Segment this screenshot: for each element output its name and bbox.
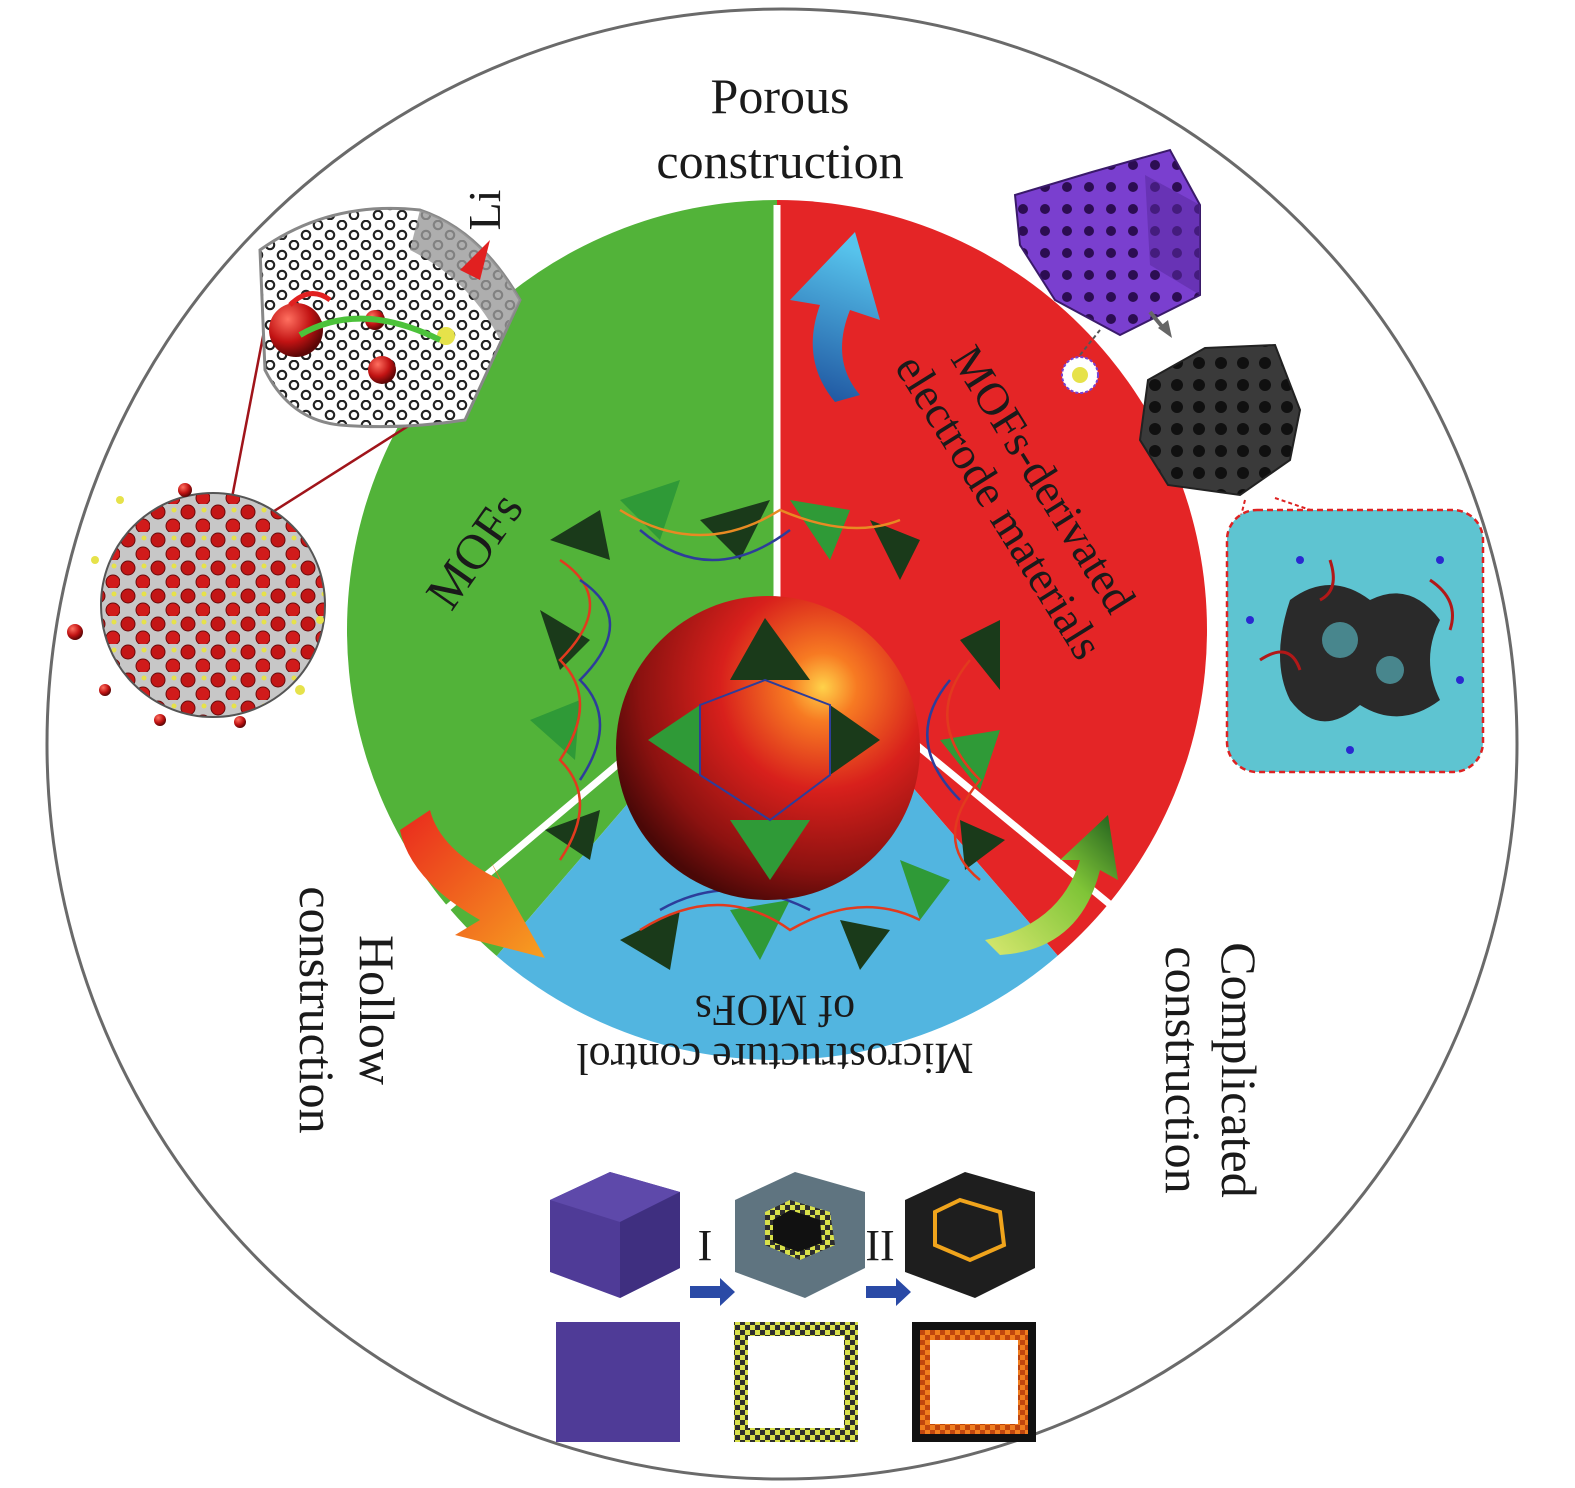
label-hollow: Hollow construction: [289, 886, 405, 1133]
arrow-green: [985, 815, 1118, 955]
label-micro-line1: Microstructure control: [576, 1034, 973, 1083]
mof-framework: [530, 480, 1005, 970]
label-hollow-line1: Hollow: [349, 935, 405, 1085]
cube-hollow: [905, 1172, 1035, 1298]
label-porous-line1: Porous: [711, 68, 850, 124]
sector-mofs-derived: [777, 200, 1207, 1060]
label-microstructure: Microstructure control of MOFs: [576, 986, 973, 1083]
label-porous-line2: construction: [656, 133, 903, 189]
square-purple: [556, 1322, 680, 1442]
step-arrow-2: [866, 1278, 911, 1306]
sphere-tetrahedra: [648, 618, 880, 880]
label-complicated-line1: Complicated: [1211, 942, 1267, 1198]
arrow-orange: [400, 810, 545, 958]
label-micro-line2: of MOFs: [695, 986, 855, 1035]
step-arrow-1: [690, 1278, 735, 1306]
label-complicated: Complicated construction: [1155, 942, 1267, 1198]
central-sphere: [616, 596, 920, 900]
cube-transformation: I II: [550, 1172, 1036, 1442]
step-label-1: I: [698, 1221, 713, 1270]
arrow-blue: [790, 232, 880, 402]
label-hollow-line2: construction: [289, 886, 345, 1133]
label-complicated-line2: construction: [1155, 946, 1211, 1193]
label-li: Li: [459, 190, 510, 231]
polyhedra-illustration: [1013, 148, 1485, 774]
step-label-2: II: [865, 1221, 894, 1270]
hollow-sphere-illustration: Li: [67, 190, 522, 728]
